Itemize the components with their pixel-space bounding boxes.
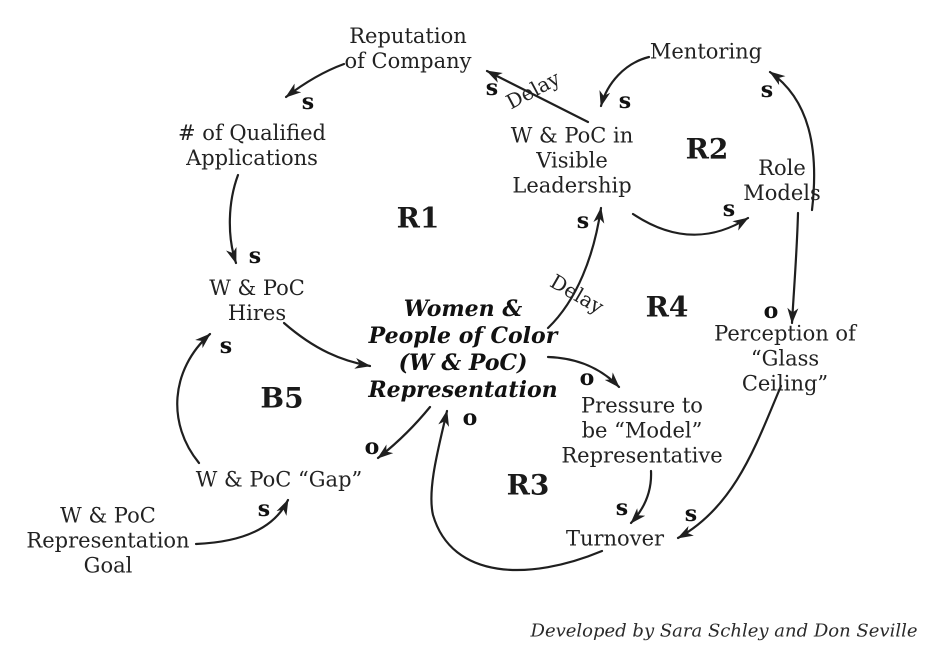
polarity-o-representation-to-pressure: o (579, 365, 595, 391)
polarity-s-pressure-to-turnover: s (615, 495, 629, 521)
node-representation-goal: W & PoC Representation Goal (26, 503, 190, 578)
arrow-representation-to-leadership (546, 206, 605, 330)
arrow-gap-to-hires (176, 332, 212, 465)
polarity-s-reputation-to-applications: s (301, 89, 315, 115)
polarity-o-representation-to-gap: o (364, 434, 380, 460)
loop-r3: R3 (506, 468, 550, 502)
arrow-perception-to-turnover (676, 384, 783, 540)
arrow-applications-to-hires (226, 173, 240, 265)
arrow-turnover-to-representation (430, 409, 604, 572)
polarity-s-leadership-to-role-models: s (722, 196, 736, 222)
arrow-hires-to-representation (282, 321, 372, 369)
loop-r4: R4 (645, 290, 689, 324)
node-w-poc-gap: W & PoC “Gap” (195, 467, 363, 492)
arrow-goal-to-gap (194, 498, 290, 546)
polarity-s-role-models-to-mentoring: s (760, 77, 774, 103)
node-role-models: Role Models (743, 156, 821, 205)
arrow-role-models-to-perception (787, 211, 800, 325)
polarity-s-applications-to-hires: s (248, 243, 262, 269)
arrow-representation-to-pressure (546, 355, 621, 389)
polarity-s-perception-to-turnover: s (684, 501, 698, 527)
arrow-reputation-to-applications (284, 62, 346, 99)
loop-r1: R1 (396, 201, 440, 235)
polarity-o-role-models-to-perception: o (763, 298, 779, 324)
arrow-mentoring-to-leadership (599, 55, 651, 108)
polarity-s-mentoring-to-leadership: s (618, 88, 632, 114)
node-w-poc-hires: W & PoC Hires (209, 276, 305, 325)
node-qualified-applications: # of Qualified Applications (178, 121, 326, 170)
credit-caption: Developed by Sara Schley and Don Seville (530, 620, 918, 642)
loop-b5: B5 (260, 381, 304, 415)
loop-r2: R2 (685, 132, 729, 166)
polarity-s-leadership-to-reputation: s (485, 75, 499, 101)
node-mentoring: Mentoring (649, 39, 763, 64)
node-w-poc-representation: Women & People of Color (W & PoC) Repres… (368, 296, 558, 403)
arrow-leadership-to-reputation (485, 69, 590, 124)
arrow-representation-to-gap (376, 405, 432, 460)
node-visible-leadership: W & PoC in Visible Leadership (510, 123, 634, 198)
polarity-s-goal-to-gap: s (257, 496, 271, 522)
arrow-role-models-to-mentoring (768, 70, 816, 212)
node-turnover: Turnover (565, 526, 665, 551)
arrow-pressure-to-turnover (629, 469, 653, 525)
node-pressure-model-representative: Pressure to be “Model” Representative (561, 393, 723, 468)
node-reputation-of-company: Reputation of Company (344, 24, 472, 73)
arrow-leadership-to-role-models (631, 212, 750, 236)
polarity-s-representation-to-leadership: s (576, 208, 590, 234)
node-perception-glass-ceiling: Perception of “Glass Ceiling” (714, 321, 856, 396)
polarity-s-gap-to-hires: s (219, 333, 233, 359)
polarity-o-turnover-to-representation: o (462, 405, 478, 431)
